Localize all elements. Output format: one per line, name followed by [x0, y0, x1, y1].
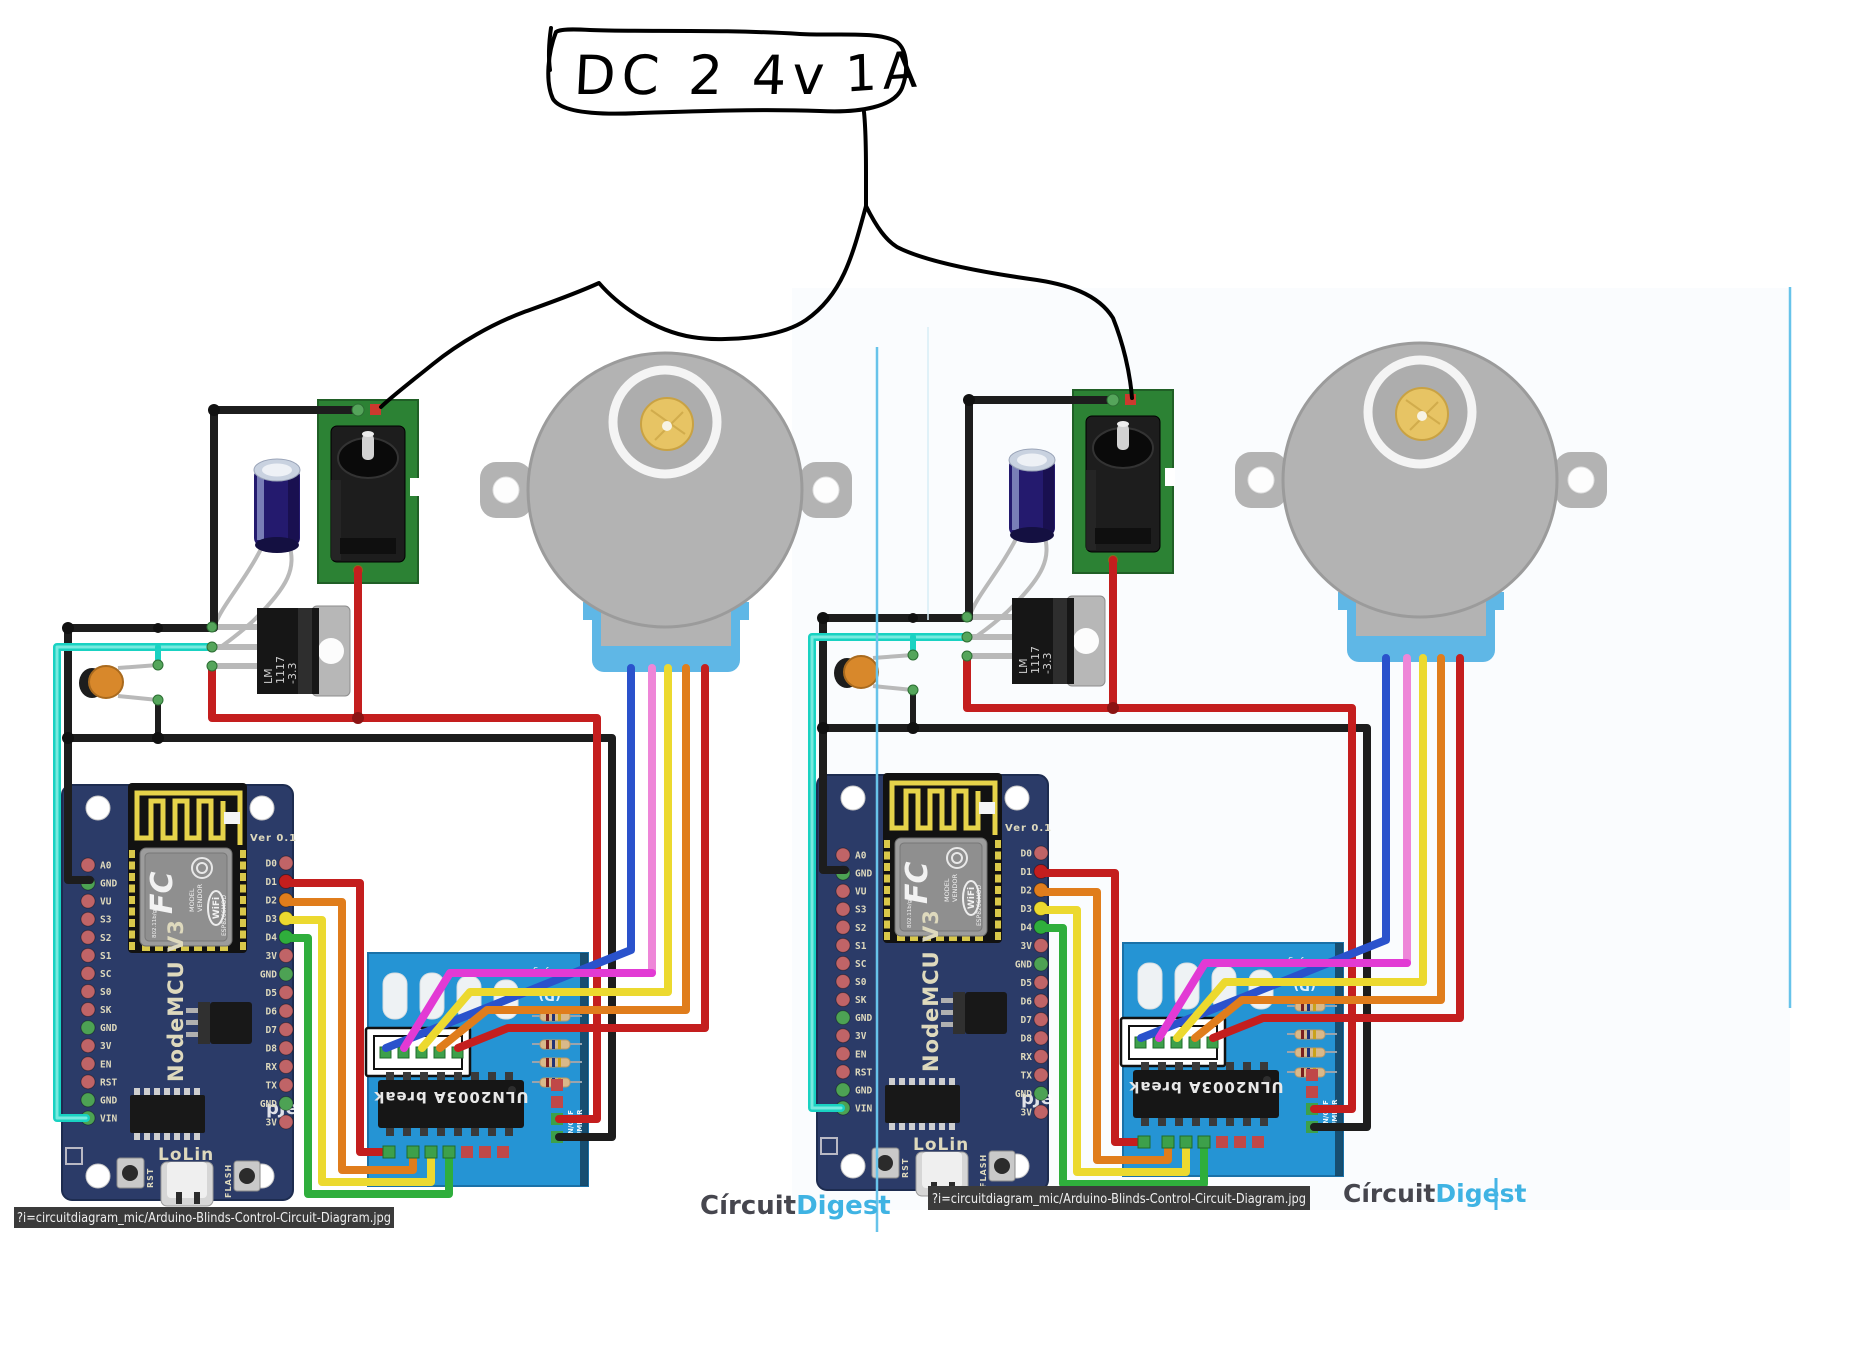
annotation-bubble	[546, 27, 909, 116]
url-text: ?i=circuitdiagram_mic/Arduino-Blinds-Con…	[932, 1192, 1306, 1207]
handwritten-annotation	[379, 26, 1134, 409]
logo-part2: Digest	[796, 1191, 891, 1221]
annotation-text-current: 1A	[845, 40, 924, 103]
left-url-watermark-bar: ?i=circuitdiagram_mic/Arduino-Blinds-Con…	[14, 1207, 394, 1228]
circuitdigest-logo-left: CírcuitDigest	[700, 1191, 891, 1221]
annotation-line-to-right-jack	[864, 204, 1134, 400]
url-bar	[928, 1186, 1310, 1210]
annotation-line-to-left-jack	[379, 204, 868, 409]
annotation-text-supply: DC 2 4v	[572, 44, 832, 107]
annotation-text-group: DC 2 4v 1A	[572, 40, 924, 107]
url-bar	[14, 1207, 394, 1228]
logo-part2: Digest	[1435, 1179, 1526, 1208]
logo-part1: Círcuit	[700, 1191, 796, 1221]
logo-part1: Círcuit	[1343, 1179, 1435, 1208]
circuitdigest-logo-right: CírcuitDigest	[1343, 1179, 1526, 1208]
right-url-watermark-bar: ?i=circuitdiagram_mic/Arduino-Blinds-Con…	[928, 1186, 1310, 1210]
circuit-instance-left	[57, 353, 852, 1206]
bubble-pen-tail	[546, 26, 553, 72]
annotation-stem	[862, 110, 869, 208]
url-text: ?i=circuitdiagram_mic/Arduino-Blinds-Con…	[17, 1211, 391, 1226]
